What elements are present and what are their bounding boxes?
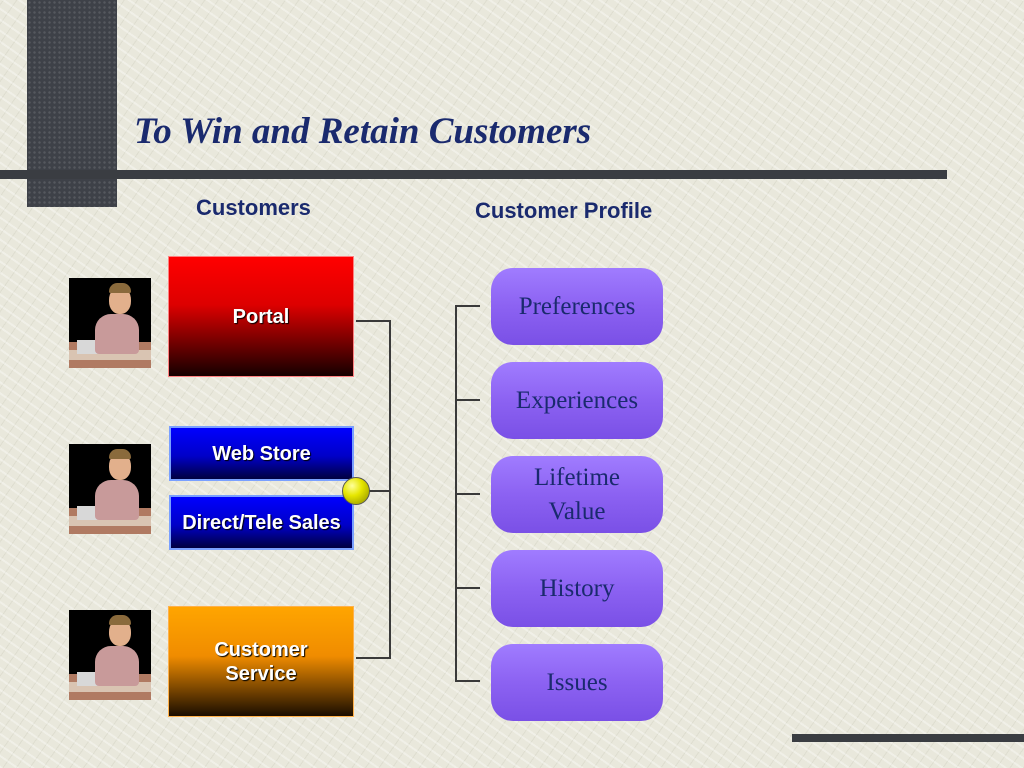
bracket-tick-experiences — [455, 399, 480, 401]
channel-portal: Portal — [168, 256, 354, 377]
channel-portal-label: Portal — [232, 305, 290, 328]
channel-direct-tele-sales-label: Direct/Tele Sales — [182, 511, 341, 534]
yellow-circle-connector-icon — [342, 477, 370, 505]
connector-middle — [356, 490, 390, 492]
channel-customer-service: Customer Service — [168, 606, 354, 717]
profile-lifetime-value: Lifetime Value — [491, 456, 663, 533]
bracket-tick-preferences — [455, 305, 480, 307]
slide-title: To Win and Retain Customers — [134, 111, 592, 152]
channel-customer-service-label: Customer Service — [214, 638, 308, 685]
channel-web-store-label: Web Store — [212, 442, 311, 465]
profile-history: History — [491, 550, 663, 627]
customers-heading: Customers — [196, 195, 311, 220]
connector-customer-service — [356, 657, 390, 659]
top-divider-rule — [0, 170, 947, 179]
profile-history-label: History — [539, 574, 615, 602]
profile-experiences-label: Experiences — [515, 386, 639, 414]
bracket-tick-lifetime-value — [455, 493, 480, 495]
customer-photo-2 — [69, 444, 151, 534]
profile-issues: Issues — [491, 644, 663, 721]
bracket-tick-history — [455, 587, 480, 589]
bottom-divider-rule — [792, 734, 1024, 742]
customer-profile-heading: Customer Profile — [475, 198, 653, 223]
profile-preferences: Preferences — [491, 268, 663, 345]
profile-experiences: Experiences — [491, 362, 663, 439]
profile-preferences-label: Preferences — [518, 292, 636, 320]
profile-issues-label: Issues — [546, 668, 608, 696]
bracket-tick-issues — [455, 680, 480, 682]
connector-portal — [356, 320, 390, 322]
profile-lifetime-value-label: Lifetime Value — [533, 463, 621, 525]
left-bracket-vertical — [389, 320, 391, 659]
channel-direct-tele-sales: Direct/Tele Sales — [169, 495, 354, 550]
channel-web-store: Web Store — [169, 426, 354, 481]
customer-photo-1 — [69, 278, 151, 368]
customer-photo-3 — [69, 610, 151, 700]
